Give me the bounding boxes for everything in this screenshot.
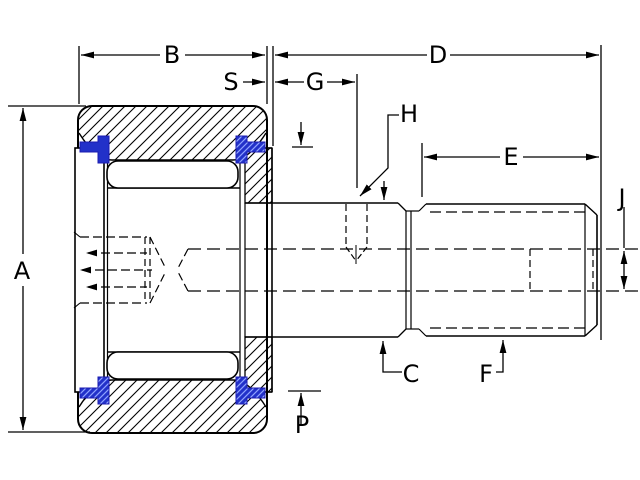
dimension-label-s: S <box>223 68 238 96</box>
dimension-P <box>288 122 321 425</box>
dimension-label-j: J <box>616 184 625 212</box>
seals <box>79 135 266 405</box>
seal-bottom-right <box>235 376 266 405</box>
dimension-H <box>359 114 399 197</box>
dimension-label-p: P <box>295 411 309 439</box>
hex-socket-hidden <box>73 231 167 309</box>
dimension-label-f: F <box>479 360 493 388</box>
dimension-label-b: B <box>164 41 180 69</box>
dimension-C <box>379 181 402 373</box>
dimension-B <box>78 46 268 104</box>
relief-groove <box>405 203 427 337</box>
dimension-label-e: E <box>503 143 518 171</box>
dimension-label-g: G <box>306 68 325 96</box>
threaded-section <box>426 203 598 337</box>
dimension-label-c: C <box>403 360 420 388</box>
dimension-A <box>8 105 90 433</box>
seal-bottom-left <box>79 376 110 405</box>
dimension-label-h: H <box>400 100 418 128</box>
stud-shank <box>245 202 407 338</box>
dimension-label-d: D <box>429 41 447 69</box>
ring-bore <box>79 133 266 407</box>
seal-top-right <box>235 135 266 164</box>
dimension-E <box>421 143 599 197</box>
needle-rollers <box>106 160 239 380</box>
axial-bore-hidden <box>176 248 638 292</box>
dimension-G <box>272 46 358 188</box>
dimension-label-a: A <box>14 257 31 285</box>
dimension-F <box>496 340 507 373</box>
dimension-D <box>275 45 602 340</box>
seal-top-left <box>79 135 110 164</box>
grease-hole-hidden <box>345 204 368 264</box>
